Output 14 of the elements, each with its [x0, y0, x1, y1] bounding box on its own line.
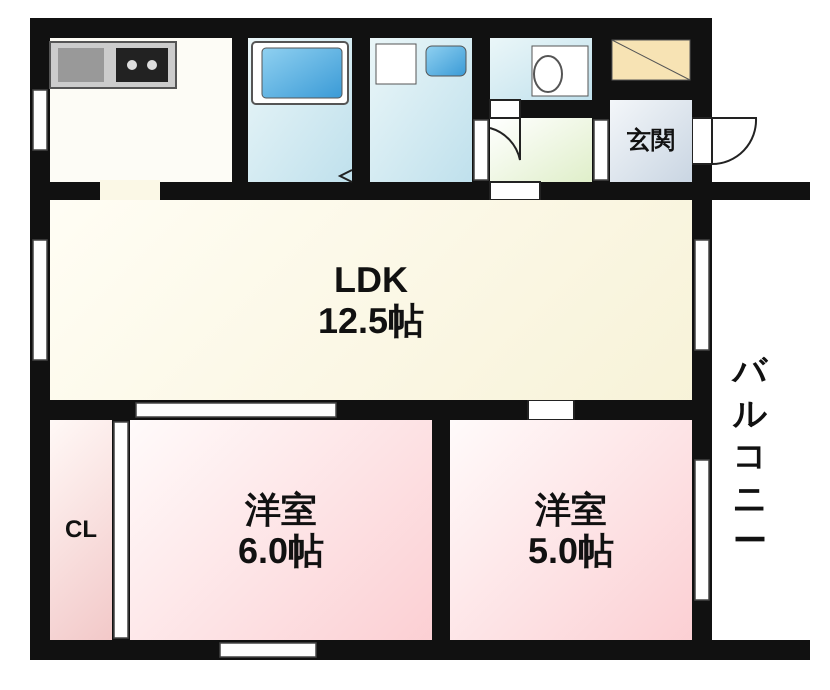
room-size: 5.0帖 — [528, 530, 614, 572]
room-name: 洋室 — [535, 488, 607, 530]
room-name: 洋室 — [245, 488, 317, 530]
room-size: 6.0帖 — [238, 530, 324, 572]
room — [610, 100, 692, 182]
balcony-label: バルコニー — [732, 351, 768, 562]
room — [450, 420, 692, 640]
room-size: 12.5帖 — [318, 300, 424, 342]
room-name: CL — [65, 516, 97, 544]
room-name: LDK — [334, 258, 408, 300]
room-name: 玄関 — [627, 127, 675, 155]
room — [130, 420, 432, 640]
room — [50, 200, 692, 400]
room — [50, 420, 112, 640]
